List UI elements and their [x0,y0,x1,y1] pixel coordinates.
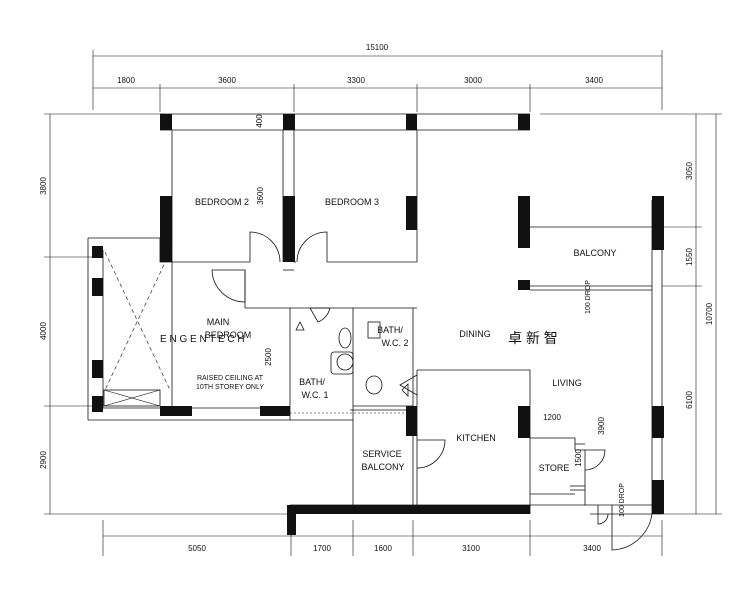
fixtures [103,251,585,491]
label-balcony: BALCONY [573,248,616,258]
note-raised-ceiling-2: 10TH STOREY ONLY [196,384,264,391]
dim-main-bed-inner: 2500 [264,348,273,366]
label-service-balcony-2: BALCONY [361,462,404,472]
note-raised-ceiling-1: RAISED CEILING AT [197,375,264,382]
label-bath-2-line1: BATH/ [377,325,403,335]
label-bath-1-line1: BATH/ [299,377,325,387]
watermark-chinese: 卓 新 智 [508,330,558,346]
dim-bottom-2: 1700 [313,544,331,553]
dim-bottom-5: 3400 [583,544,601,553]
dim-top-1: 1800 [117,76,135,85]
dim-top-5: 3400 [585,76,603,85]
room-labels: BEDROOM 2 BEDROOM 3 BALCONY MAIN BEDROOM… [195,197,617,473]
doors [211,231,653,551]
dim-store-door: 1500 [574,449,583,467]
label-bath-1-line2: W.C. 1 [301,390,328,400]
dim-top-3: 3300 [347,76,365,85]
label-service-balcony-1: SERVICE [362,449,401,459]
dim-store-width: 1200 [543,413,561,422]
dimension-lines [44,50,722,556]
label-bedroom-3: BEDROOM 3 [325,197,379,207]
dim-top-wall: 400 [255,114,264,128]
dim-top-2: 3600 [218,76,236,85]
dim-right-2: 1550 [685,248,694,266]
solid-walls [92,114,664,535]
dim-right-1: 3050 [685,162,694,180]
label-bedroom-2: BEDROOM 2 [195,197,249,207]
label-main-bedroom-2: BEDROOM [205,330,252,340]
label-kitchen: KITCHEN [456,433,496,443]
dimension-labels: 15100 1800 3600 3300 3000 3400 5050 1700… [39,43,714,553]
label-living: LIVING [552,378,582,388]
watermark-latin: E N G E N T E C H [160,334,245,345]
dim-bottom-4: 3100 [462,544,480,553]
dim-drop-balcony: 100 DROP [585,280,592,314]
notes: RAISED CEILING AT 10TH STOREY ONLY 3600 … [196,114,626,517]
dim-bed2-height: 3600 [256,187,265,205]
dim-left-2: 4000 [39,322,48,340]
dim-top-total: 15100 [366,43,389,52]
dim-bottom-3: 1600 [374,544,392,553]
dim-store-depth: 3900 [597,417,606,435]
label-store: STORE [539,463,570,473]
label-dining: DINING [459,329,491,339]
label-bath-2-line2: W.C. 2 [381,338,408,348]
dim-left-1: 3800 [39,177,48,195]
dim-left-3: 2900 [39,451,48,469]
watermark: E N G E N T E C H 卓 新 智 [160,330,558,346]
dim-bottom-1: 5050 [188,544,206,553]
dim-drop-entrance: 100 DROP [619,483,626,517]
label-main-bedroom-1: MAIN [207,317,230,327]
dim-top-4: 3000 [464,76,482,85]
dim-right-total: 10700 [705,302,714,325]
dim-right-3: 6100 [685,391,694,409]
